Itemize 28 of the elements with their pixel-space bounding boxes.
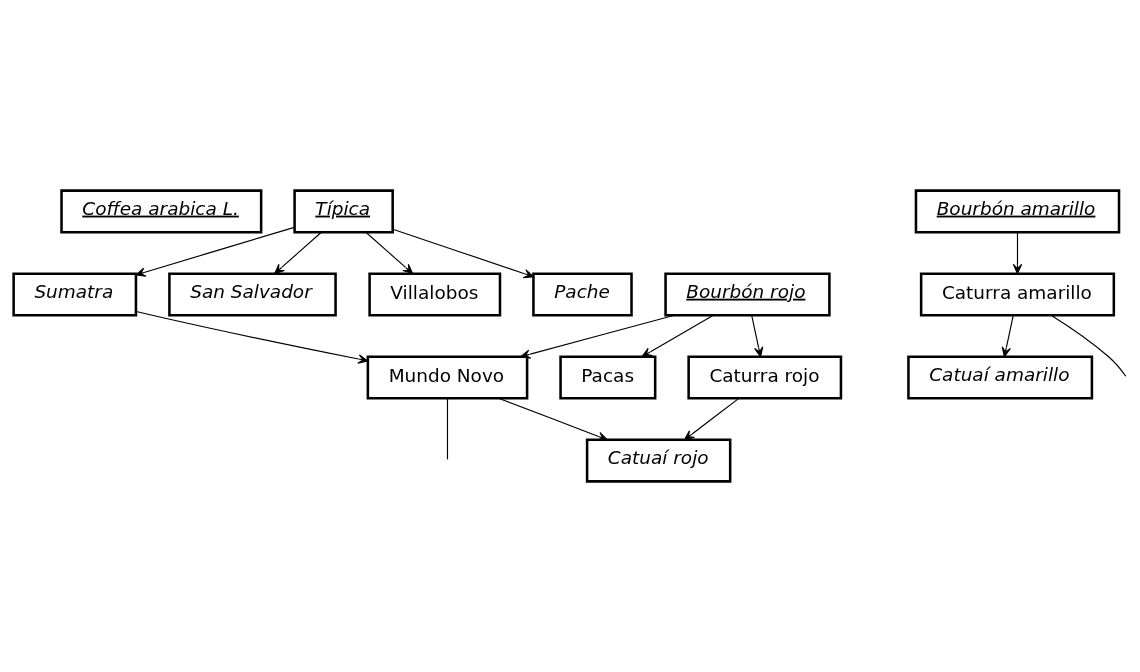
node-box: Pacas <box>559 355 657 400</box>
arrow <box>520 314 676 359</box>
node-box: Villalobos <box>368 272 502 317</box>
connector <box>446 398 449 460</box>
arrow <box>135 310 369 364</box>
arrow <box>392 228 534 279</box>
node-box: Típica <box>293 189 394 234</box>
node-box: Catuaí rojo <box>585 438 732 483</box>
node-box: Mundo Novo <box>366 355 529 400</box>
node-box: Caturra rojo <box>687 355 843 400</box>
arrow <box>751 315 764 358</box>
arrow <box>365 231 414 275</box>
arrow <box>135 226 295 277</box>
node-box: Bourbón amarillo <box>914 189 1121 234</box>
arrow <box>274 231 322 275</box>
node-box: Coffea arabica L. <box>60 189 263 234</box>
arrow <box>498 397 608 441</box>
connector <box>1050 314 1127 377</box>
node-box: Sumatra <box>12 272 138 317</box>
node-box: Bourbón rojo <box>664 272 831 317</box>
arrow <box>684 398 740 441</box>
node-box: San Salvador <box>168 272 337 317</box>
arrow <box>1001 315 1014 358</box>
arrow <box>1012 231 1023 275</box>
arrow <box>641 314 714 358</box>
node-box: Pache <box>532 272 633 317</box>
node-box: Caturra amarillo <box>919 272 1116 317</box>
node-box: Catuaí amarillo <box>907 355 1094 400</box>
